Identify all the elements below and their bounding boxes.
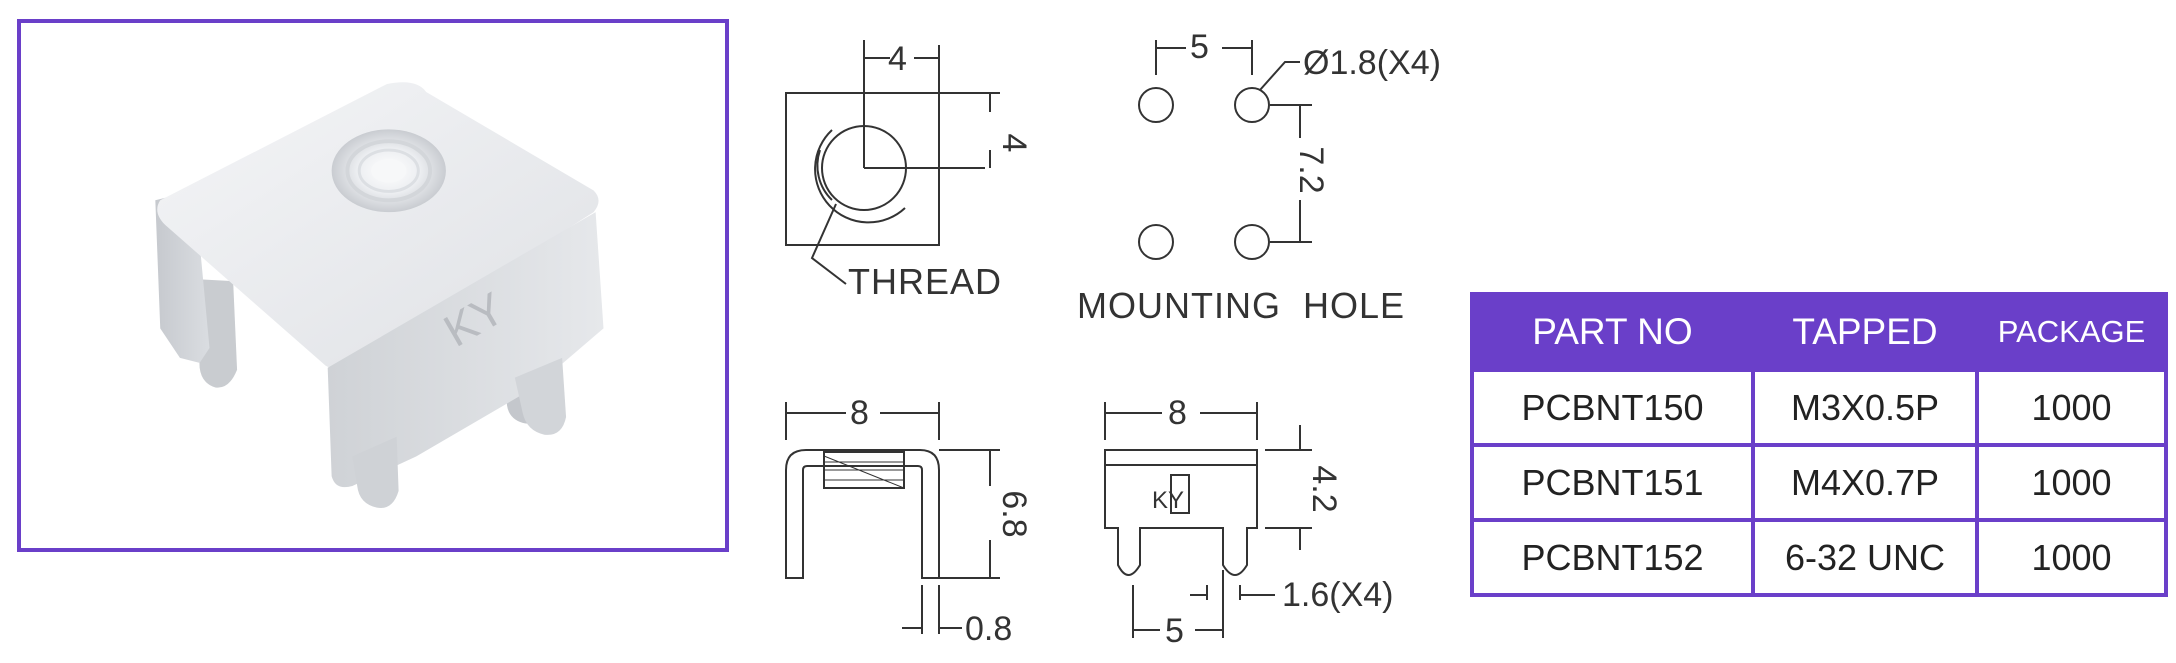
mount-hole-4: [1234, 224, 1270, 260]
front-view-body: [1104, 465, 1258, 576]
mount-hole-2: [1234, 87, 1270, 123]
mount-spacing-x-dim: 5: [1190, 28, 1209, 66]
cell-part-no: PCBNT151: [1470, 443, 1755, 522]
front-left-pin: [352, 436, 399, 509]
front-marking: KY: [1152, 487, 1184, 514]
header-part-no: PART NO: [1470, 292, 1755, 372]
side-view-profile: [785, 449, 940, 579]
cell-tapped: 6-32 UNC: [1751, 518, 1979, 597]
front-pin-width-dim: 1.6(X4): [1282, 576, 1394, 614]
mount-hole-1: [1138, 87, 1174, 123]
cell-package: 1000: [1975, 518, 2168, 597]
side-thickness-dim: 0.8: [965, 610, 1012, 648]
thread-outer-arc: [814, 129, 906, 224]
front-width-dim: 8: [1168, 394, 1187, 432]
front-view-top: [1104, 449, 1258, 466]
side-height-dim: 6.8: [995, 490, 1033, 537]
part-spec-table: PART NO TAPPED PACKAGE PCBNT150 M3X0.5P …: [1470, 292, 2168, 597]
header-package: PACKAGE: [1975, 292, 2168, 372]
table-row: PCBNT150 M3X0.5P 1000: [1470, 368, 2168, 447]
cell-part-no: PCBNT150: [1470, 368, 1755, 447]
table-header-row: PART NO TAPPED PACKAGE: [1470, 292, 2168, 372]
front-pin-spacing-dim: 5: [1165, 612, 1184, 650]
header-tapped: TAPPED: [1751, 292, 1979, 372]
thread-height-dim: 4: [995, 134, 1033, 153]
cell-part-no: PCBNT152: [1470, 518, 1755, 597]
front-right-pin: [514, 357, 567, 435]
back-left-pin: [195, 279, 238, 388]
cell-package: 1000: [1975, 443, 2168, 522]
thread-label: THREAD: [848, 261, 1002, 302]
cell-package: 1000: [1975, 368, 2168, 447]
front-height-dim: 4.2: [1305, 465, 1343, 512]
product-photo-frame: KY: [17, 19, 729, 552]
table-row: PCBNT151 M4X0.7P 1000: [1470, 443, 2168, 522]
side-width-dim: 8: [850, 394, 869, 432]
mount-hole-3: [1138, 224, 1174, 260]
thread-view: [785, 40, 1000, 285]
product-photo: KY: [155, 82, 604, 509]
mounting-hole-view: [1138, 40, 1312, 260]
side-view: [785, 402, 1000, 634]
mount-spacing-y-dim: 7.2: [1292, 146, 1330, 193]
top-plate: [157, 82, 599, 370]
cell-tapped: M3X0.5P: [1751, 368, 1979, 447]
mounting-hole-label: MOUNTING HOLE: [1077, 285, 1405, 326]
front-wall: [327, 212, 604, 488]
front-view-slot: [1170, 474, 1190, 514]
cell-tapped: M4X0.7P: [1751, 443, 1979, 522]
mount-hole-note: Ø1.8(X4): [1303, 44, 1441, 82]
table-row: PCBNT152 6-32 UNC 1000: [1470, 518, 2168, 597]
thread-width-dim: 4: [888, 40, 907, 78]
front-view: [1104, 402, 1312, 638]
